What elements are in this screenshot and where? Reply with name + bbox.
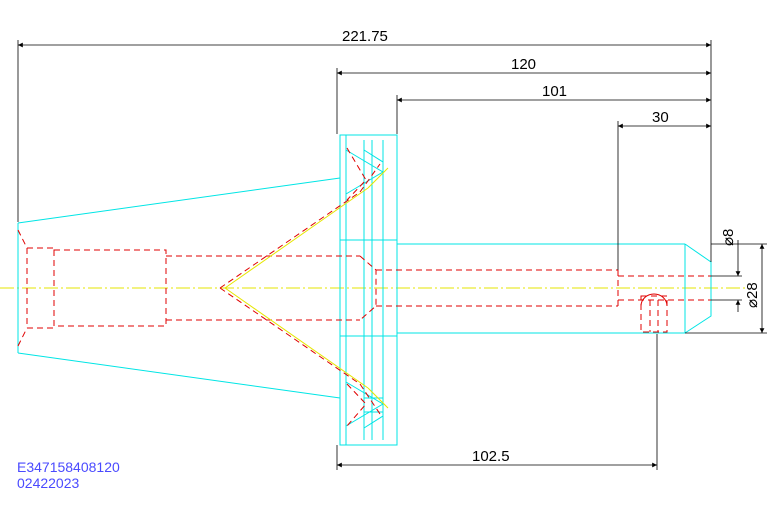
dimension-dia-8: ⌀8 [711,229,742,312]
dim-221-75: 221.75 [342,28,388,45]
dimension-101: 101 [396,83,711,134]
dimension-dia-28: ⌀28 [685,243,767,334]
dimension-120: 120 [336,56,711,134]
dim-102-5: 102.5 [472,448,510,465]
drawing-code-line2: 02422023 [17,475,80,491]
dim-dia-8: ⌀8 [720,229,737,246]
construction-lines [224,167,389,409]
dimension-overall: 221.75 [17,28,712,262]
dim-30: 30 [652,109,669,126]
dim-dia-28: ⌀28 [744,282,761,308]
flange-outline [339,134,398,446]
dimension-30: 30 [617,109,711,270]
hidden-lines [17,147,711,427]
shank-outline [397,243,712,334]
drawing-code: E347158408120 02422023 [17,459,120,491]
dim-120: 120 [511,56,536,73]
dimension-102-5: 102.5 [336,334,658,470]
dim-101: 101 [542,83,567,100]
drawing-code-line1: E347158408120 [17,459,120,475]
taper-outline [17,177,341,399]
